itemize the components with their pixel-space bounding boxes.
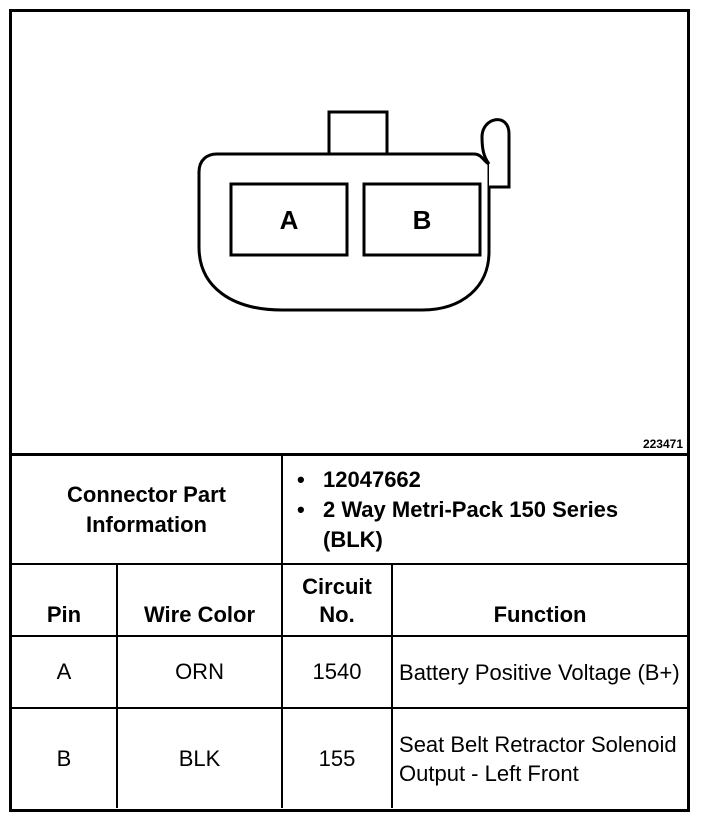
circuit-no-cell: 155 <box>281 707 394 808</box>
connector-part-number: 12047662 <box>297 465 679 495</box>
connector-latch <box>480 118 511 189</box>
table-row: B BLK 155 Seat Belt Retractor Solenoid O… <box>12 707 688 808</box>
connector-info-list: 12047662 2 Way Metri-Pack 150 Series (BL… <box>281 456 688 565</box>
connector-diagram: A B 223471 <box>12 12 687 456</box>
cavity-b-label: B <box>413 205 432 235</box>
circuit-no-cell: 1540 <box>281 635 394 709</box>
connector-top-tab <box>327 110 389 156</box>
connector-info-row: Connector Part Information 12047662 2 Wa… <box>12 456 688 565</box>
cavity-a-label: A <box>280 205 299 235</box>
figure-number: 223471 <box>642 437 683 451</box>
header-pin: Pin <box>12 563 118 637</box>
header-function: Function <box>391 563 688 637</box>
table-row: A ORN 1540 Battery Positive Voltage (B+) <box>12 635 688 709</box>
header-circuit-no: Circuit No. <box>281 563 394 637</box>
cavity-b <box>362 182 482 257</box>
wire-color-cell: ORN <box>115 635 284 709</box>
pin-cell: B <box>12 707 118 808</box>
cavity-a <box>229 182 349 257</box>
connector-frame: A B 223471 Connector Part Information 12… <box>9 9 690 812</box>
pin-cell: A <box>12 635 118 709</box>
connector-series: 2 Way Metri-Pack 150 Series (BLK) <box>297 495 679 555</box>
column-header-row: Pin Wire Color Circuit No. Function <box>12 563 688 637</box>
header-wire-color: Wire Color <box>115 563 284 637</box>
function-cell: Seat Belt Retractor Solenoid Output - Le… <box>391 707 688 808</box>
connector-info-label: Connector Part Information <box>12 456 284 565</box>
connector-face-drawing: A B <box>197 110 511 312</box>
pinout-table: Connector Part Information 12047662 2 Wa… <box>12 456 688 808</box>
wire-color-cell: BLK <box>115 707 284 808</box>
function-cell: Battery Positive Voltage (B+) <box>391 635 688 709</box>
